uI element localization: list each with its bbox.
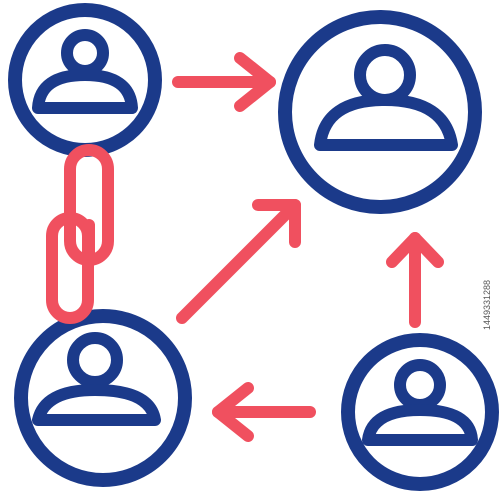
arrow-up-icon <box>386 232 444 328</box>
arrow-right-icon <box>172 52 276 112</box>
user-circle-icon-top-right <box>278 10 482 214</box>
arrow-left-icon <box>212 382 316 442</box>
user-circle-icon-top-left <box>8 3 162 157</box>
chain-link-icon <box>46 144 114 324</box>
arrow-up-right-icon <box>176 199 301 324</box>
user-circle-icon-bottom-left <box>14 309 192 487</box>
user-circle-icon-bottom-right <box>341 333 499 491</box>
stock-id-watermark: 1449331288 <box>482 279 492 330</box>
